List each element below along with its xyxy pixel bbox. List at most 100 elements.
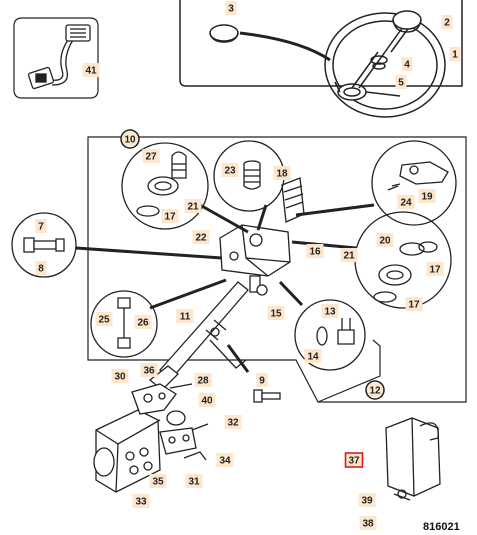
callout-5: 5 [398, 78, 404, 89]
steering-column-drawing [148, 177, 305, 391]
callout-39: 39 [361, 496, 373, 507]
callout-box-30 [111, 369, 129, 383]
steering-wheel-leader [239, 31, 331, 62]
bolt-detail-left [11, 212, 77, 278]
callout-box-18 [273, 166, 291, 180]
callout-35: 35 [152, 477, 164, 488]
callout-38: 38 [362, 519, 374, 530]
callout-box-28 [194, 373, 212, 387]
callout-box-21 [184, 199, 202, 213]
callout-box-1 [449, 47, 461, 61]
steering-wheel-drawing [179, 0, 463, 118]
callout-14: 14 [307, 352, 319, 363]
callout-box-7 [35, 219, 47, 233]
callout-box-33 [132, 494, 150, 508]
bearing-detail-left [121, 142, 209, 230]
callout-18: 18 [276, 169, 288, 180]
callout-3: 3 [228, 4, 234, 15]
callout-box-40 [198, 393, 216, 407]
callout-4: 4 [404, 60, 410, 71]
cover-drawing [385, 417, 441, 501]
stud-detail [90, 290, 158, 358]
callout-37: 37 [348, 456, 360, 467]
callout-8: 8 [38, 264, 44, 275]
callout-7: 7 [38, 222, 44, 233]
callout-16: 16 [309, 247, 321, 258]
callout-box-15 [267, 306, 285, 320]
callout-28: 28 [197, 376, 209, 387]
callout-box-4 [401, 57, 413, 71]
bolt-9-drawing [253, 389, 281, 403]
callout-box-37 [344, 452, 364, 468]
callout-box-34 [216, 453, 234, 467]
lever-detail [371, 140, 457, 226]
callout-40: 40 [201, 396, 213, 407]
callout-box-17 [161, 209, 179, 223]
callout-21: 21 [187, 202, 199, 213]
callout-box-26 [134, 315, 152, 329]
callout-box-13 [321, 304, 339, 318]
drawing-code: 816021 [423, 521, 460, 533]
callout-box-5 [395, 75, 407, 89]
callout-box-21 [340, 248, 358, 262]
bolt-detail-center [294, 299, 366, 371]
callout-box-14 [304, 349, 322, 363]
callout-41: 41 [85, 66, 97, 77]
callout-box-20 [376, 233, 394, 247]
callout-1: 1 [452, 50, 458, 61]
callout-box-17 [426, 262, 444, 276]
callout-box-41 [82, 63, 100, 77]
callout-box-25 [95, 312, 113, 326]
callout-box-27 [142, 149, 160, 163]
callout-17: 17 [164, 212, 176, 223]
callout-box-2 [441, 15, 453, 29]
callout-box-9 [256, 373, 268, 387]
callout-box-31 [185, 474, 203, 488]
callout-30: 30 [114, 372, 126, 383]
callout-31: 31 [188, 477, 200, 488]
callout-box-3 [225, 1, 237, 15]
callout-box-11 [176, 309, 194, 323]
detail-leaders [75, 203, 375, 373]
callout-box-10 [121, 132, 139, 146]
callout-12-leader [317, 339, 381, 403]
callout-12: 12 [369, 386, 381, 397]
callout-26: 26 [137, 318, 149, 329]
callout-box-8 [35, 261, 47, 275]
callout-box-32 [224, 415, 242, 429]
callout-ring-10 [120, 129, 140, 149]
callout-2: 2 [444, 18, 450, 29]
callout-34: 34 [219, 456, 231, 467]
callout-24: 24 [400, 198, 412, 209]
callout-box-22 [192, 230, 210, 244]
bush-detail [213, 140, 285, 212]
callout-11: 11 [180, 312, 191, 323]
callout-box-19 [418, 189, 436, 203]
callout-labels: 1234578910111213141516171717181920212122… [35, 1, 461, 530]
callout-10: 10 [124, 135, 136, 146]
callout-23: 23 [224, 166, 236, 177]
callout-20: 20 [379, 236, 391, 247]
callout-32: 32 [227, 418, 239, 429]
steering-unit-drawing [93, 383, 209, 493]
callout-ring-12 [365, 380, 385, 400]
callout-box-12 [366, 383, 384, 397]
bearing-detail-right [354, 211, 452, 309]
wiring-harness-drawing [13, 17, 99, 99]
callout-box-36 [140, 363, 158, 377]
callout-27: 27 [145, 152, 157, 163]
callout-13: 13 [324, 307, 336, 318]
callout-box-35 [149, 474, 167, 488]
callout-17-3: 17 [408, 300, 420, 311]
callout-19: 19 [421, 192, 433, 203]
callout-22: 22 [195, 233, 207, 244]
callout-box-23 [221, 163, 239, 177]
callout-box-17 [405, 297, 423, 311]
callout-15: 15 [270, 309, 282, 320]
callout-36: 36 [143, 366, 155, 377]
callout-box-24 [397, 195, 415, 209]
callout-21-2: 21 [343, 251, 355, 262]
callout-box-39 [358, 493, 376, 507]
callout-17-2: 17 [429, 265, 441, 276]
